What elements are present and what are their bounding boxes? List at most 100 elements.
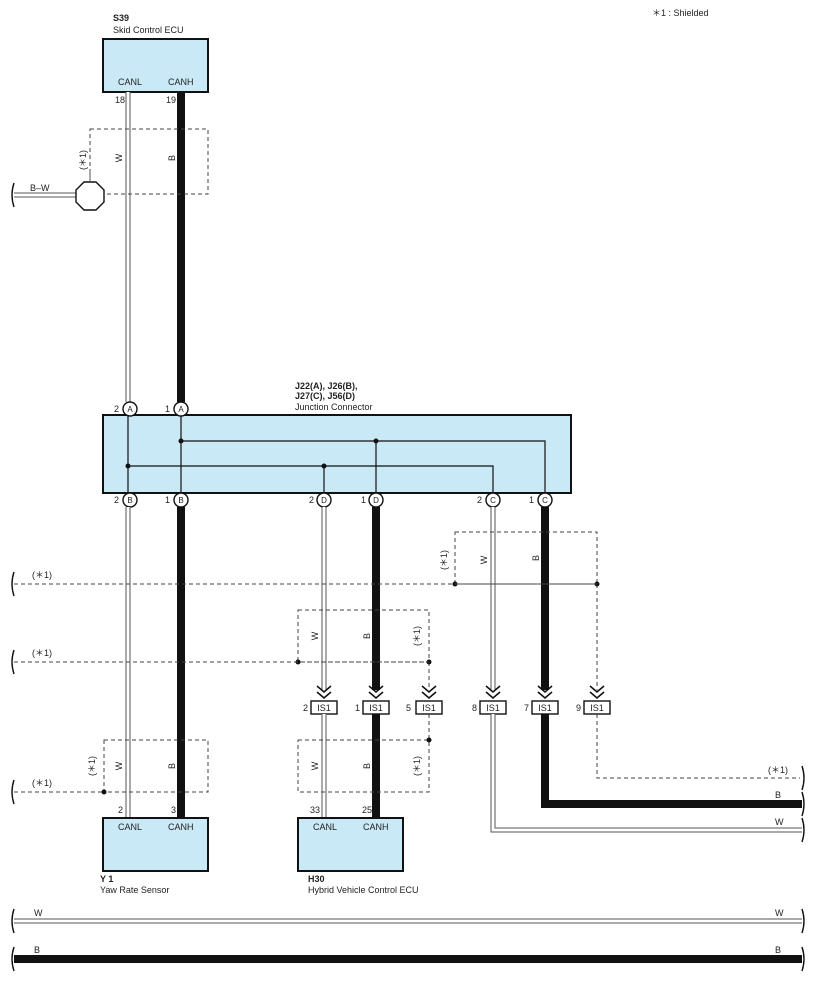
junction-connector: J22(A), J26(B), J27(C), J56(D) Junction …: [102, 381, 572, 508]
wire-color-b: B: [167, 155, 177, 161]
is1-num-4: 8: [472, 703, 477, 713]
skid-ecu-pin-num-l: 18: [115, 95, 125, 105]
shield-line-2: (＊1): [11, 648, 429, 675]
hv-pin-canl: CANL: [313, 822, 337, 832]
wire-color-b: B: [362, 763, 372, 769]
wire-color-b: B: [362, 633, 372, 639]
shield-label: (＊1): [32, 778, 52, 788]
is1-num-5: 7: [524, 703, 529, 713]
wire-color-w: W: [34, 908, 43, 918]
junction-bottom-letter-4: D: [373, 496, 379, 505]
shield-c: (＊1) W B: [439, 531, 600, 690]
skid-control-ecu: S39 Skid Control ECU CANL CANH 18 19: [102, 13, 209, 105]
is1-label-6: IS1: [590, 703, 604, 713]
junction-bottom-num-4: 1: [361, 495, 366, 505]
skid-ecu-pin-canl: CANL: [118, 77, 142, 87]
junction-top-num-2: 1: [165, 404, 170, 414]
shield-label: (＊1): [78, 150, 88, 170]
junction-top-pin-2: [173, 401, 189, 417]
skid-ecu-name: Skid Control ECU: [113, 25, 184, 35]
skid-ecu-box: [102, 38, 209, 93]
hybrid-vehicle-control-ecu: 33 25 CANL CANH H30 Hybrid Vehicle Contr…: [297, 805, 419, 895]
wires-junction-to-is1-c: [490, 507, 549, 690]
hv-code: H30: [308, 874, 325, 884]
wire-color-b: B: [531, 555, 541, 561]
junction-bottom-letter-5: C: [490, 496, 496, 505]
shield-label: (＊1): [439, 550, 449, 570]
wire-color-w: W: [310, 761, 320, 770]
junction-bottom-letter-6: C: [542, 496, 548, 505]
wire-color-w: W: [310, 631, 320, 640]
yaw-code: Y 1: [100, 874, 113, 884]
legend-shielded: ＊1 : Shielded: [652, 8, 709, 18]
junction-top-pin-1: [122, 401, 138, 417]
shield-d: W B (＊1): [295, 609, 432, 690]
bottom-wire-w: W W: [11, 908, 805, 934]
shield-label: (＊1): [412, 626, 422, 646]
shield-line-3: (＊1): [11, 778, 104, 805]
wire-color-b: B: [775, 790, 781, 800]
shield-label: (＊1): [32, 570, 52, 580]
is1-label-4: IS1: [486, 703, 500, 713]
wire-color-b: B: [167, 763, 177, 769]
wire-color-b: B: [34, 945, 40, 955]
yaw-rate-sensor: 2 3 CANL CANH Y 1 Yaw Rate Sensor: [100, 805, 209, 895]
wire-color-w: W: [775, 817, 784, 827]
shield-line-1: (＊1): [11, 570, 597, 597]
wire-color-w: W: [114, 153, 124, 162]
shield-yaw: (＊1) W B: [87, 739, 209, 795]
is1-label-5: IS1: [538, 703, 552, 713]
skid-ecu-pin-num-h: 19: [166, 95, 176, 105]
bottom-wire-b: B B: [11, 945, 805, 972]
skid-ecu-code: S39: [113, 13, 129, 23]
junction-bottom-letter-1: B: [127, 496, 132, 505]
yaw-pin-num-l: 2: [118, 805, 123, 815]
yaw-name: Yaw Rate Sensor: [100, 885, 169, 895]
junction-bottom-num-6: 1: [529, 495, 534, 505]
junction-title-2: J27(C), J56(D): [295, 391, 355, 401]
wire-color-b: B: [775, 945, 781, 955]
junction-bottom-num-3: 2: [309, 495, 314, 505]
hv-pin-canh: CANH: [363, 822, 389, 832]
shield-label: (＊1): [412, 756, 422, 776]
junction-bottom-num-5: 2: [477, 495, 482, 505]
junction-box: [102, 414, 572, 494]
hv-ecu-box: [297, 817, 404, 872]
shield-skid: (＊1) W B: [78, 128, 209, 195]
junction-bottom-letter-3: D: [321, 496, 327, 505]
junction-top-letter-1: A: [127, 405, 133, 414]
hv-name: Hybrid Vehicle Control ECU: [308, 885, 419, 895]
shield-hv: W B (＊1): [297, 714, 432, 793]
skid-ecu-pin-canh: CANH: [168, 77, 194, 87]
ground-bw: B–W: [11, 170, 105, 211]
is1-label-2: IS1: [369, 703, 383, 713]
junction-name: Junction Connector: [295, 402, 373, 412]
is1-num-6: 9: [576, 703, 581, 713]
junction-top-letter-2: A: [178, 405, 184, 414]
shield-label: (＊1): [32, 648, 52, 658]
wires-right-exit: (＊1) B W: [490, 714, 805, 843]
shield-label: (＊1): [768, 765, 788, 775]
ground-splice-icon: [75, 181, 105, 211]
hv-pin-num-l: 33: [310, 805, 320, 815]
wires-skid-to-junction: [125, 92, 185, 402]
is1-num-2: 1: [355, 703, 360, 713]
yaw-pin-canh: CANH: [168, 822, 194, 832]
junction-top-num-1: 2: [114, 404, 119, 414]
is1-connectors: 2 IS1 1 IS1 5 IS1 8 IS1 7 IS1 9 IS1: [303, 685, 611, 715]
yaw-pin-num-h: 3: [171, 805, 176, 815]
is1-label-3: IS1: [422, 703, 436, 713]
junction-bottom-num-2: 1: [165, 495, 170, 505]
junction-title-1: J22(A), J26(B),: [295, 381, 358, 391]
is1-num-3: 5: [406, 703, 411, 713]
junction-bottom-letter-2: B: [178, 496, 183, 505]
junction-bottom-num-1: 2: [114, 495, 119, 505]
shield-label: (＊1): [87, 756, 97, 776]
yaw-sensor-box: [102, 817, 209, 872]
wire-color-w: W: [775, 908, 784, 918]
wires-junction-to-is1-d: [321, 507, 380, 690]
wire-color-w: W: [479, 555, 489, 564]
hv-pin-num-h: 25: [362, 805, 372, 815]
wire-color-bw: B–W: [30, 183, 50, 193]
